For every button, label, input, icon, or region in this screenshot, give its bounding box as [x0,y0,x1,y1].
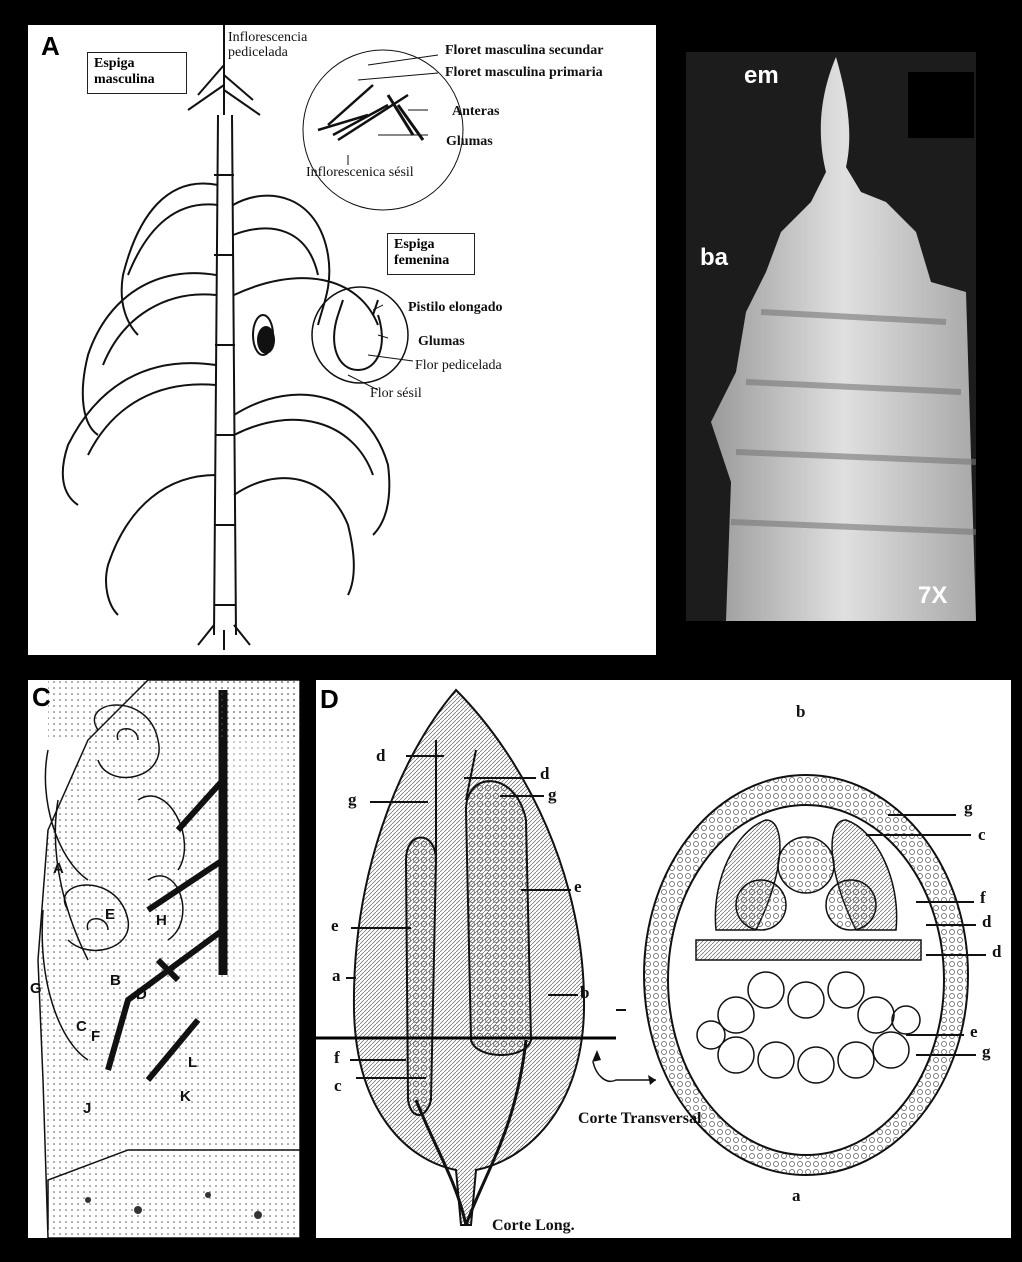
spikelet-sections-drawing [316,680,1011,1238]
label-pistilo: Pistilo elongado [408,300,503,315]
panel-d: D d d g g e e a b f c Corte Long. Corte … [316,680,1011,1238]
panel-c-letter: C [32,682,51,713]
panel-b: B em ba 7X [686,52,976,621]
female-spike-box: Espiga femenina [387,233,475,275]
label-c-g: G [30,980,42,997]
label-c-h: H [156,912,167,929]
label-trans-g2: g [982,1042,991,1062]
label-flor-sesil: Flor sésil [370,386,422,401]
label-c-j: J [83,1100,91,1117]
label-long-g2: g [548,785,557,805]
label-trans-a: a [792,1186,801,1206]
label-c-k: K [180,1088,191,1105]
label-magnification: 7X [918,582,947,610]
label-c-c: C [76,1018,87,1035]
label-trans-b: b [796,702,805,722]
label-trans-f: f [980,888,986,908]
label-long-f: f [334,1048,340,1068]
embryo-photo [686,52,976,621]
label-long-a: a [332,966,341,986]
label-long-c: c [334,1076,342,1096]
panel-d-letter: D [320,684,339,715]
panel-a-letter: A [41,31,60,62]
apex-section-drawing [28,680,300,1238]
caption-corte-transversal: Corte Transversal [578,1110,701,1128]
label-glumas-top: Glumas [446,134,493,149]
label-c-f: F [91,1028,100,1045]
label-long-e1: e [331,916,339,936]
maize-plant-drawing [28,25,656,655]
label-long-g1: g [348,790,357,810]
label-ba: ba [700,244,728,272]
panel-a: A Espiga masculina Espiga femenina Inflo… [28,25,656,655]
label-long-d1: d [376,746,385,766]
male-spike-box: Espiga masculina [87,52,187,94]
label-pedicel-infl: Inflorescencia pedicelada [228,30,307,60]
caption-corte-long: Corte Long. [492,1217,575,1235]
label-c-l: L [188,1054,197,1071]
label-floret-secondary: Floret masculina secundar [445,43,603,58]
label-c-d: D [136,986,147,1003]
panel-c: C A E H G B D C F L K J [28,680,300,1238]
label-trans-e: e [970,1022,978,1042]
panel-b-letter: B [686,52,697,55]
label-em: em [744,62,779,90]
label-c-e: E [105,906,115,923]
label-trans-d1: d [982,912,991,932]
label-c-b: B [110,972,121,989]
label-c-a: A [53,860,64,877]
label-flor-pedicelada: Flor pedicelada [415,358,502,373]
label-trans-c: c [978,825,986,845]
label-long-b: b [580,983,589,1003]
label-glumas-mid: Glumas [418,334,465,349]
label-long-e2: e [574,877,582,897]
label-sessile-infl: Inflorescenica sésil [306,165,414,180]
label-long-d2: d [540,764,549,784]
label-anteras: Anteras [452,104,499,119]
label-trans-d2: d [992,942,1001,962]
label-floret-primary: Floret masculina primaria [445,65,603,80]
label-trans-g1: g [964,798,973,818]
